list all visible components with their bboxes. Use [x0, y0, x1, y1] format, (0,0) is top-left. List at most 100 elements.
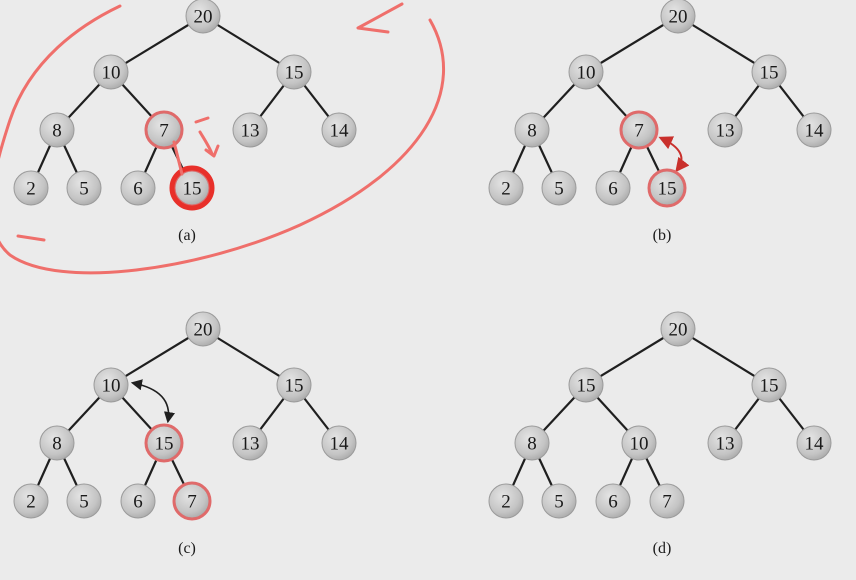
node-circle — [595, 483, 631, 519]
tree-node: 10 — [93, 367, 129, 403]
tree-node: 5 — [541, 483, 577, 519]
node-circle — [276, 54, 312, 90]
node-label: 15 — [658, 179, 677, 200]
tree-edge — [110, 15, 204, 73]
tree-node: 15 — [568, 367, 604, 403]
node-label: 20 — [669, 320, 688, 341]
tree-node: 14 — [321, 112, 357, 148]
tree-edge — [202, 15, 295, 73]
node-label: 15 — [577, 376, 596, 397]
node-circle — [751, 54, 787, 90]
node-label: 2 — [26, 179, 36, 200]
tree-edge — [585, 15, 679, 73]
node-label: 10 — [102, 63, 121, 84]
node-label: 10 — [630, 434, 649, 455]
tree-node: 8 — [39, 425, 75, 461]
node-label: 15 — [285, 63, 304, 84]
panel-caption: (c) — [178, 540, 196, 557]
ink-circle — [169, 165, 215, 211]
node-label: 5 — [554, 492, 564, 513]
node-circle — [232, 425, 268, 461]
node-circle — [13, 170, 49, 206]
node-label: 15 — [183, 179, 202, 200]
panel-caption: (a) — [178, 227, 196, 244]
node-label: 6 — [133, 492, 143, 513]
highlight-ring — [172, 481, 212, 521]
tree-node: 7 — [144, 110, 184, 150]
node-circle — [707, 425, 743, 461]
node-label: 15 — [155, 434, 174, 455]
node-label: 10 — [102, 376, 121, 397]
tree-node: 20 — [185, 0, 221, 34]
node-label: 14 — [330, 121, 350, 142]
node-circle — [660, 0, 696, 34]
annotations-layer — [130, 136, 690, 424]
panel-3 — [29, 328, 340, 502]
node-circle — [93, 54, 129, 90]
tree-node: 10 — [93, 54, 129, 90]
node-label: 13 — [241, 121, 260, 142]
node-circle — [488, 170, 524, 206]
node-circle — [796, 112, 832, 148]
node-label: 2 — [501, 179, 511, 200]
tree-node: 13 — [707, 112, 743, 148]
swap-arrow — [658, 136, 690, 173]
swap-arrow — [130, 379, 175, 424]
node-circle — [185, 311, 221, 347]
node-circle — [39, 425, 75, 461]
ink-arrow — [356, 2, 404, 34]
node-label: 5 — [79, 492, 89, 513]
tree-node: 2 — [13, 483, 49, 519]
node-circle — [185, 0, 221, 34]
tree-edge — [677, 328, 770, 386]
node-circle — [796, 425, 832, 461]
node-circle — [621, 425, 657, 461]
node-label: 13 — [716, 121, 735, 142]
node-circle — [488, 483, 524, 519]
tree-node: 20 — [660, 0, 696, 34]
tree-node: 5 — [541, 170, 577, 206]
tree-node: 15 — [144, 423, 184, 463]
tree-node: 8 — [39, 112, 75, 148]
tree-node: 15 — [276, 54, 312, 90]
node-circle — [649, 483, 685, 519]
panel-caption: (d) — [653, 540, 672, 557]
highlight-ring — [144, 423, 184, 463]
panel-caption: (b) — [653, 227, 672, 244]
tree-node: 8 — [514, 425, 550, 461]
highlight-ring — [619, 110, 659, 150]
tree-node: 7 — [619, 110, 659, 150]
tree-edge — [677, 15, 770, 73]
node-circle — [541, 483, 577, 519]
node-circle — [660, 311, 696, 347]
node-label: 15 — [760, 63, 779, 84]
tree-node: 15 — [751, 367, 787, 403]
node-circle — [13, 483, 49, 519]
ink-dash — [16, 234, 46, 242]
node-circle — [66, 483, 102, 519]
node-label: 14 — [805, 434, 825, 455]
node-label: 15 — [285, 376, 304, 397]
tree-edge — [202, 328, 295, 386]
tree-node: 20 — [185, 311, 221, 347]
node-label: 14 — [330, 434, 350, 455]
node-label: 20 — [669, 7, 688, 28]
node-label: 7 — [662, 492, 672, 513]
tree-node: 10 — [568, 54, 604, 90]
node-circle — [595, 170, 631, 206]
panel-1 — [29, 15, 340, 189]
node-circle — [707, 112, 743, 148]
node-circle — [568, 367, 604, 403]
panel-2 — [504, 15, 815, 189]
node-circle — [321, 112, 357, 148]
highlight-ring — [647, 168, 687, 208]
node-label: 20 — [194, 320, 213, 341]
tree-node: 7 — [172, 481, 212, 521]
node-circle — [514, 425, 550, 461]
node-label: 7 — [187, 492, 197, 513]
